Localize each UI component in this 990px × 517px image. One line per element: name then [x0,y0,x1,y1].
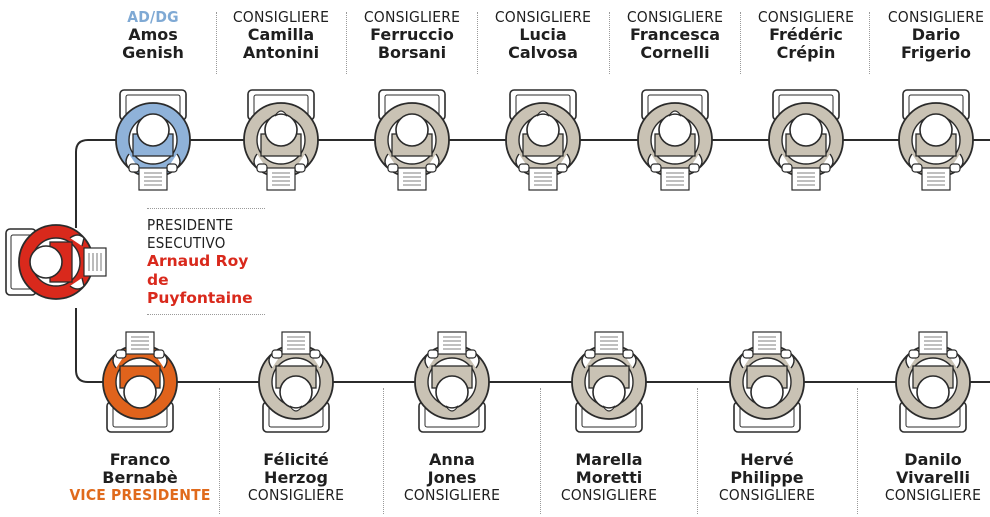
top-divider [869,12,870,74]
member-first-name: Marella [575,450,643,469]
member-role: CONSIGLIERE [560,485,658,504]
member-last-name: Crépin [776,43,836,63]
bottom-divider [383,388,384,514]
member-first-name: Danilo [904,450,962,469]
member-role: CONSIGLIERE [718,485,816,504]
president-name-line2: de Puyfontaine [147,270,253,308]
president-name-line1: Arnaud Roy [147,252,249,270]
seat-president [5,224,107,300]
president-label: PRESIDENTE ESECUTIVO Arnaud Roy de Puyfo… [147,216,269,308]
top-divider [609,12,610,74]
bottom-divider [540,388,541,514]
member-role: CONSIGLIERE [626,8,724,26]
member-role: CONSIGLIERE [494,8,592,26]
member-last-name: Herzog [264,467,328,487]
table-edge-bottom [75,308,990,383]
member-first-name: Anna [429,450,475,469]
top-divider [346,12,347,74]
bottom-divider [857,388,858,514]
member-last-name: Bernabè [102,467,178,487]
seat-top-3 [374,89,450,191]
seat-top-2 [243,89,319,191]
member-role: CONSIGLIERE [363,8,461,26]
bottom-divider [219,388,220,514]
member-first-name: Camilla [247,25,315,45]
seat-bottom-2 [258,331,334,433]
member-role: CONSIGLIERE [247,485,345,504]
member-last-name: Genish [122,43,184,63]
president-divider [147,208,265,209]
member-first-name: Amos [128,25,178,45]
member-last-name: Borsani [377,43,447,63]
member-last-name: Jones [427,467,477,487]
seat-bottom-1 [102,331,178,433]
member-role: CONSIGLIERE [232,8,330,26]
member-last-name: Frigerio [901,43,971,63]
member-first-name: Félicité [263,450,329,469]
member-last-name: Calvosa [508,43,578,63]
bottom-divider [697,388,698,514]
member-last-name: Philippe [730,467,804,487]
seat-top-6 [768,89,844,191]
table-edge-top [75,139,990,228]
seat-bottom-5 [729,331,805,433]
member-last-name: Antonini [242,43,320,63]
top-divider [216,12,217,74]
member-role: VICE PRESIDENTE [69,485,211,504]
seat-top-1 [115,89,191,191]
member-role: CONSIGLIERE [887,8,985,26]
member-role: CONSIGLIERE [403,485,501,504]
member-role: AD/DG [127,8,179,26]
member-first-name: Ferruccio [370,25,454,45]
seat-top-7 [898,89,974,191]
member-first-name: Lucia [519,25,567,45]
president-role-line1: PRESIDENTE [147,216,234,234]
seat-bottom-3 [414,331,490,433]
member-first-name: Franco [109,450,171,469]
top-divider [477,12,478,74]
member-role: CONSIGLIERE [757,8,855,26]
seat-bottom-4 [571,331,647,433]
member-role: CONSIGLIERE [884,485,982,504]
president-divider [147,314,265,315]
member-first-name: Frédéric [769,25,843,45]
member-first-name: Dario [911,25,961,45]
member-first-name: Francesca [629,25,721,45]
member-last-name: Cornelli [640,43,710,63]
top-divider [740,12,741,74]
member-last-name: Vivarelli [895,467,970,487]
president-role-line2: ESECUTIVO [147,234,226,252]
seat-bottom-6 [895,331,971,433]
seat-top-4 [505,89,581,191]
member-last-name: Moretti [575,467,643,487]
seat-top-5 [637,89,713,191]
member-first-name: Hervé [740,450,794,469]
